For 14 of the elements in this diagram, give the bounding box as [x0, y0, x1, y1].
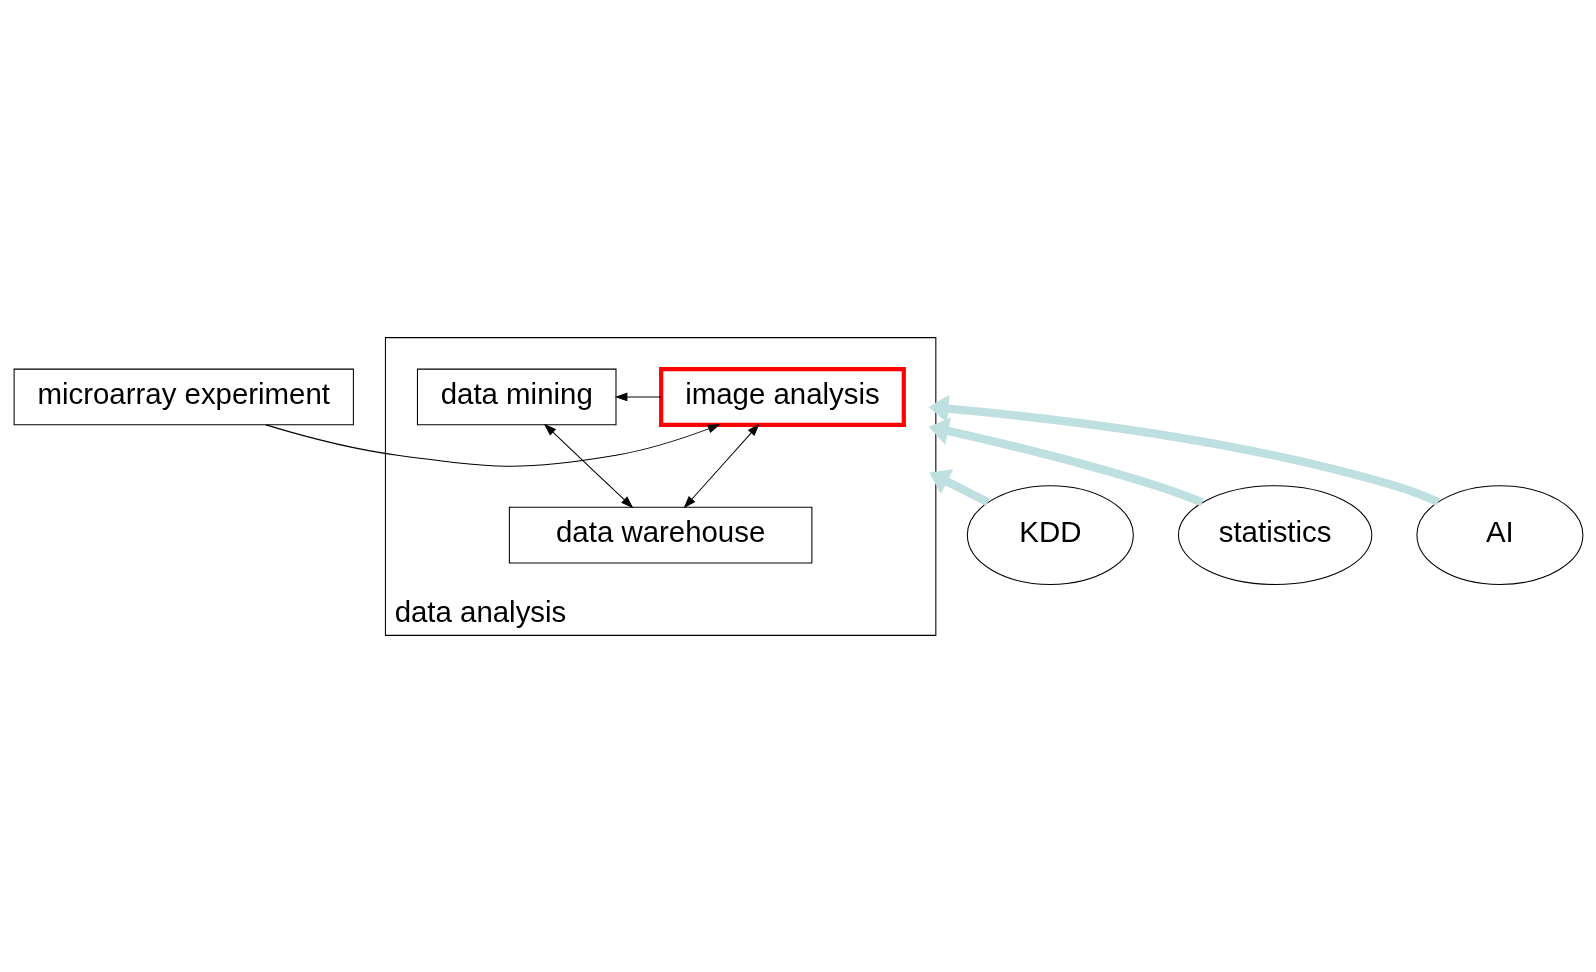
- arrow: [543, 423, 633, 508]
- arrow: [614, 392, 662, 401]
- arrow: [928, 394, 1440, 506]
- node-box: data warehouse: [508, 506, 812, 563]
- arrow: [928, 468, 990, 506]
- node-ellipse: AI: [1415, 484, 1583, 585]
- node-box: image analysis: [658, 366, 906, 427]
- arrow: [683, 423, 760, 508]
- arrow: [264, 423, 720, 467]
- node-box: data mining: [416, 368, 616, 425]
- node-box: microarray experiment: [13, 368, 354, 425]
- arrow: [928, 416, 1204, 506]
- node-ellipse: KDD: [966, 484, 1134, 585]
- node-ellipse: statistics: [1177, 484, 1372, 585]
